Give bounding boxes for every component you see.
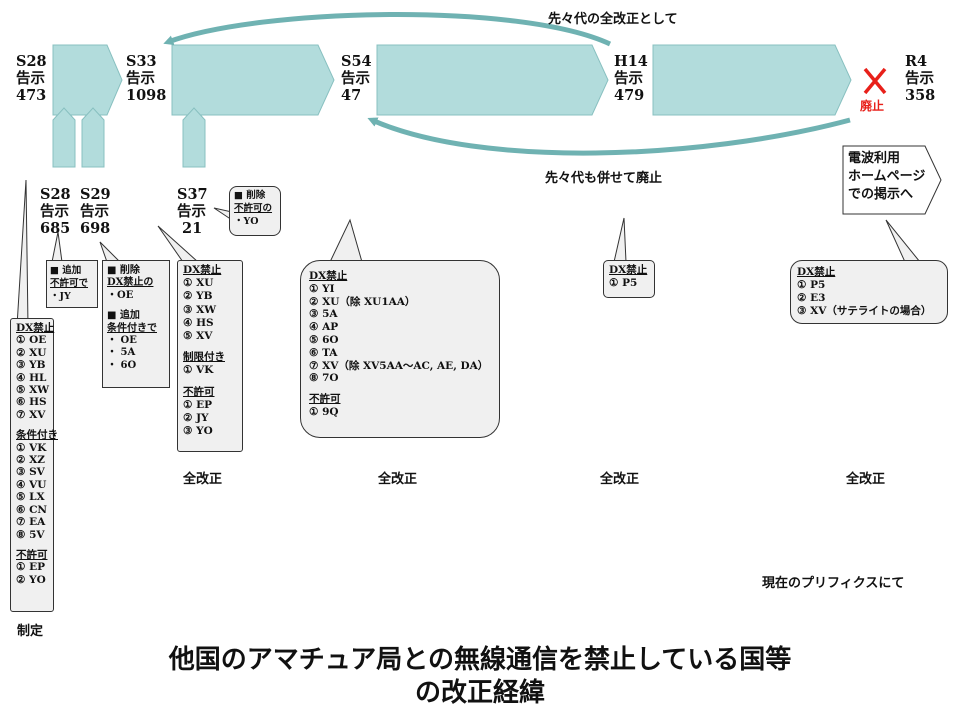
- homepage-note-shape: [842, 145, 942, 215]
- revision-label-s54: 全改正: [378, 472, 418, 487]
- page-title-line1: 他国のアマチュア局との無線通信を禁止している国等: [168, 645, 792, 675]
- callout-s54-47: [300, 260, 500, 438]
- callout-tail-s29-698: [99, 241, 122, 263]
- prefix-note: 現在のプリフィクスにて: [762, 576, 905, 591]
- callout-s29-698-text: ■ 削除 DX禁止の ・OE ■ 追加 条件付きで ・ OE ・ 5A ・ 6O: [107, 265, 157, 371]
- page-title-line2: の改正経緯: [414, 678, 545, 708]
- amend-arrow-s29-698: [81, 107, 105, 168]
- callout-s37-note: [229, 186, 281, 236]
- bottom-arrow-label: 先々代も併せて廃止: [545, 171, 663, 186]
- curved-arrow-bottom: [367, 117, 851, 156]
- callout-s28-685: [46, 260, 98, 308]
- callout-tail-h14-479: [613, 217, 627, 263]
- revision-label-r4: 全改正: [846, 472, 886, 487]
- amend-arrow-s37-21: [182, 107, 206, 168]
- callout-tail-s28-473: [16, 179, 29, 327]
- callout-s28-473-text: DX禁止 ① OE ② XU ③ YB ④ HL ⑤ XW ⑥ HS ⑦ XV …: [16, 322, 58, 586]
- callout-r4-358-text: DX禁止 ① P5 ② E3 ③ XV（サテライトの場合）: [797, 266, 932, 317]
- callout-s29-698: [102, 260, 170, 388]
- callout-h14-479-text: DX禁止 ① P5: [609, 264, 648, 289]
- callout-h14-479: [603, 260, 655, 298]
- amend-arrow-s28-685: [52, 107, 76, 168]
- revision-label-h14: 全改正: [600, 472, 640, 487]
- curved-arrow-top: [163, 12, 612, 47]
- x-mark-icon: [863, 67, 887, 95]
- callout-s37-note-text: ■ 削除 不許可の ・YO: [234, 190, 273, 227]
- callout-r4-358: [790, 260, 948, 324]
- revision-label-s33: 全改正: [183, 472, 223, 487]
- callout-s54-47-text: DX禁止 ① YI ② XU（除 XU1AA） ③ 5A ④ AP ⑤ 6O ⑥…: [309, 270, 489, 418]
- period-arrow-s33: [171, 44, 335, 116]
- callout-s28-473: [10, 318, 54, 612]
- revision-label-s28: 制定: [17, 624, 44, 639]
- abolish-label: 廃止: [860, 99, 885, 113]
- period-arrow-h14: [652, 44, 852, 116]
- period-arrow-s28: [52, 44, 123, 116]
- homepage-note: 電波利用 ホームページ での掲示へ: [848, 151, 926, 202]
- callout-tail-r4-358: [885, 219, 922, 263]
- callout-s33-1098-text: DX禁止 ① XU ② YB ③ XW ④ HS ⑤ XV 制限付き ① VK …: [183, 264, 225, 438]
- callout-tail-s54-47: [329, 218, 363, 263]
- top-arrow-label: 先々代の全改正として: [548, 12, 678, 27]
- period-arrow-s54: [376, 44, 609, 116]
- callout-s28-685-text: ■ 追加 不許可で ・JY: [50, 265, 89, 302]
- callout-s33-1098: [177, 260, 243, 452]
